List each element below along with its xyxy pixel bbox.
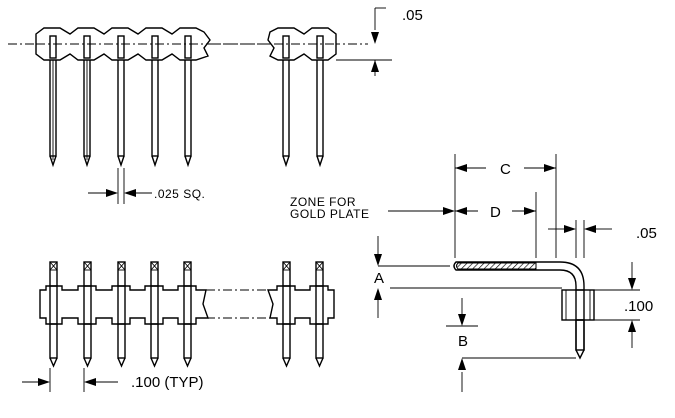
offset-right-label: .05 bbox=[636, 225, 657, 242]
dim-d bbox=[455, 192, 537, 258]
front-body-left bbox=[39, 285, 209, 325]
pin-square-dimension bbox=[88, 168, 152, 204]
side-pin-outline bbox=[453, 261, 585, 360]
pitch-top-label: .05 bbox=[402, 7, 423, 24]
dim-c bbox=[454, 154, 557, 258]
body-height-dimension bbox=[594, 262, 640, 348]
top-view: .05 .025 SQ. bbox=[8, 7, 423, 204]
dim-a bbox=[374, 236, 450, 318]
pitch-typ-label: .100 (TYP) bbox=[131, 374, 204, 391]
top-pin-stubs bbox=[49, 35, 324, 59]
front-body-right bbox=[267, 285, 335, 325]
top-offset-dimension bbox=[336, 7, 392, 76]
dim-c-label: C bbox=[500, 161, 511, 178]
pin-square-label: .025 SQ. bbox=[154, 187, 205, 201]
front-pin-stubs bbox=[49, 285, 324, 325]
dim-a-label: A bbox=[374, 270, 384, 287]
body-height-label: .100 bbox=[624, 298, 653, 315]
pitch-typ-dimension bbox=[22, 368, 118, 392]
side-view: C D ZONE FOR GOLD PLATE .05 bbox=[290, 154, 657, 392]
front-view: .100 (TYP) bbox=[22, 261, 335, 392]
zone-label-line1: ZONE FOR bbox=[290, 195, 356, 209]
dim-d-label: D bbox=[490, 204, 501, 221]
side-body bbox=[561, 289, 595, 321]
zone-label-line2: GOLD PLATE bbox=[290, 207, 369, 221]
dim-b bbox=[446, 298, 576, 392]
gold-zone-leader bbox=[388, 207, 455, 215]
offset-right-dimension bbox=[548, 220, 612, 258]
dim-b-label: B bbox=[458, 333, 468, 350]
side-pin-lower bbox=[575, 319, 585, 351]
gold-plate-zone bbox=[456, 262, 537, 270]
